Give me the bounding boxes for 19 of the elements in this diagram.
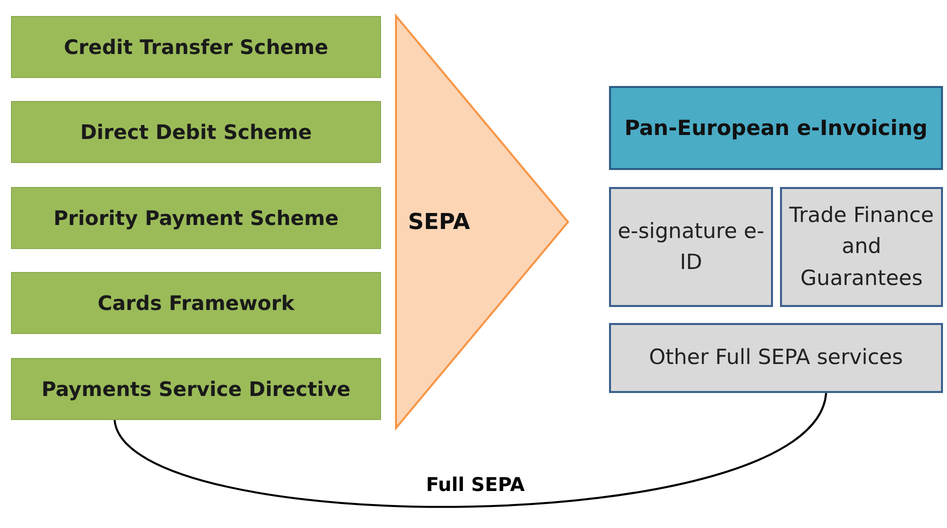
node-label: e-signature e-ID xyxy=(616,218,766,276)
node-label: Direct Debit Scheme xyxy=(80,120,312,144)
node-label: Other Full SEPA services xyxy=(648,344,903,372)
scheme-box xyxy=(11,358,381,420)
service-box xyxy=(609,323,943,393)
scheme-box xyxy=(11,101,381,163)
scheme-box xyxy=(11,272,381,334)
node-label: Payments Service Directive xyxy=(42,377,350,401)
scheme-box xyxy=(11,187,381,249)
node-label: Priority Payment Scheme xyxy=(53,206,339,230)
service-box xyxy=(609,86,943,170)
node-label: SEPA xyxy=(408,210,470,234)
node-label: Trade Finance and Guarantees xyxy=(788,202,935,292)
node-label: Cards Framework xyxy=(98,291,294,315)
node-label: Credit Transfer Scheme xyxy=(64,35,328,59)
node-label: Pan-European e-Invoicing xyxy=(624,116,928,140)
scheme-box xyxy=(11,16,381,78)
service-box xyxy=(780,187,943,307)
service-box xyxy=(609,187,773,307)
